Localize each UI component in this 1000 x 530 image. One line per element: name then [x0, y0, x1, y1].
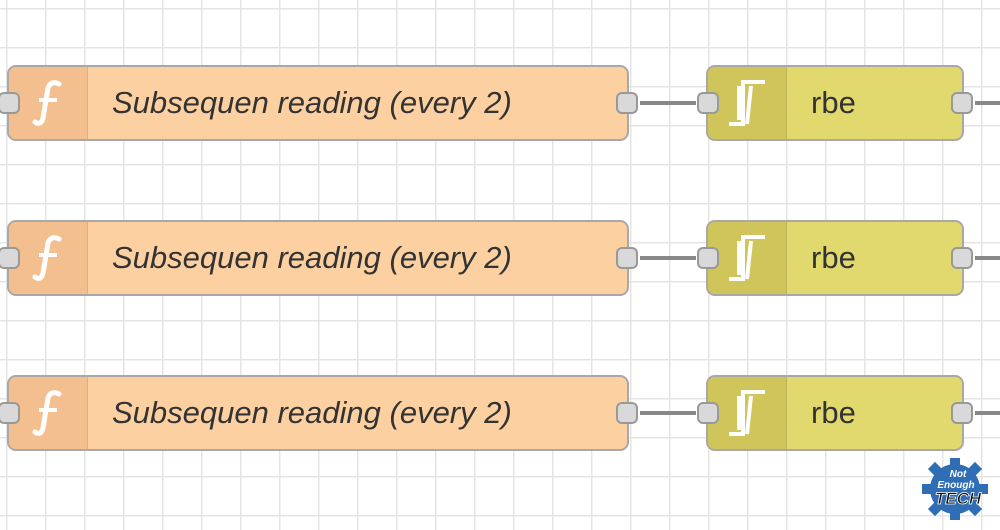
input-port[interactable]	[697, 247, 719, 269]
function-icon	[9, 222, 88, 294]
rbe-node-label: rbe	[811, 395, 856, 430]
rbe-node[interactable]: rbe	[697, 220, 973, 296]
output-port[interactable]	[616, 247, 638, 269]
function-icon	[9, 67, 88, 139]
input-port[interactable]	[0, 247, 20, 269]
rbe-node[interactable]: rbe	[697, 375, 973, 451]
rbe-icon	[708, 377, 787, 449]
svg-text:Enough: Enough	[937, 480, 974, 491]
function-node-label: Subsequen reading (every 2)	[112, 395, 512, 430]
wire	[975, 256, 1000, 260]
rbe-node-label: rbe	[811, 85, 856, 120]
output-port[interactable]	[616, 92, 638, 114]
output-port[interactable]	[951, 247, 973, 269]
function-node-label: Subsequen reading (every 2)	[112, 85, 512, 120]
input-port[interactable]	[697, 402, 719, 424]
input-port[interactable]	[0, 402, 20, 424]
input-port[interactable]	[0, 92, 20, 114]
svg-text:TECH: TECH	[935, 489, 982, 508]
output-port[interactable]	[616, 402, 638, 424]
rbe-icon	[708, 67, 787, 139]
function-node[interactable]: Subsequen reading (every 2)	[0, 220, 638, 296]
wire	[640, 101, 696, 105]
output-port[interactable]	[951, 92, 973, 114]
function-node[interactable]: Subsequen reading (every 2)	[0, 65, 638, 141]
svg-text:Not: Not	[950, 469, 967, 480]
rbe-icon	[708, 222, 787, 294]
rbe-node[interactable]: rbe	[697, 65, 973, 141]
output-port[interactable]	[951, 402, 973, 424]
function-node-label: Subsequen reading (every 2)	[112, 240, 512, 275]
not-enough-tech-logo: Not Enough TECH	[918, 456, 992, 522]
function-icon	[9, 377, 88, 449]
wire	[640, 256, 696, 260]
input-port[interactable]	[697, 92, 719, 114]
wire	[975, 101, 1000, 105]
wire	[640, 411, 696, 415]
rbe-node-label: rbe	[811, 240, 856, 275]
wire	[975, 411, 1000, 415]
function-node[interactable]: Subsequen reading (every 2)	[0, 375, 638, 451]
